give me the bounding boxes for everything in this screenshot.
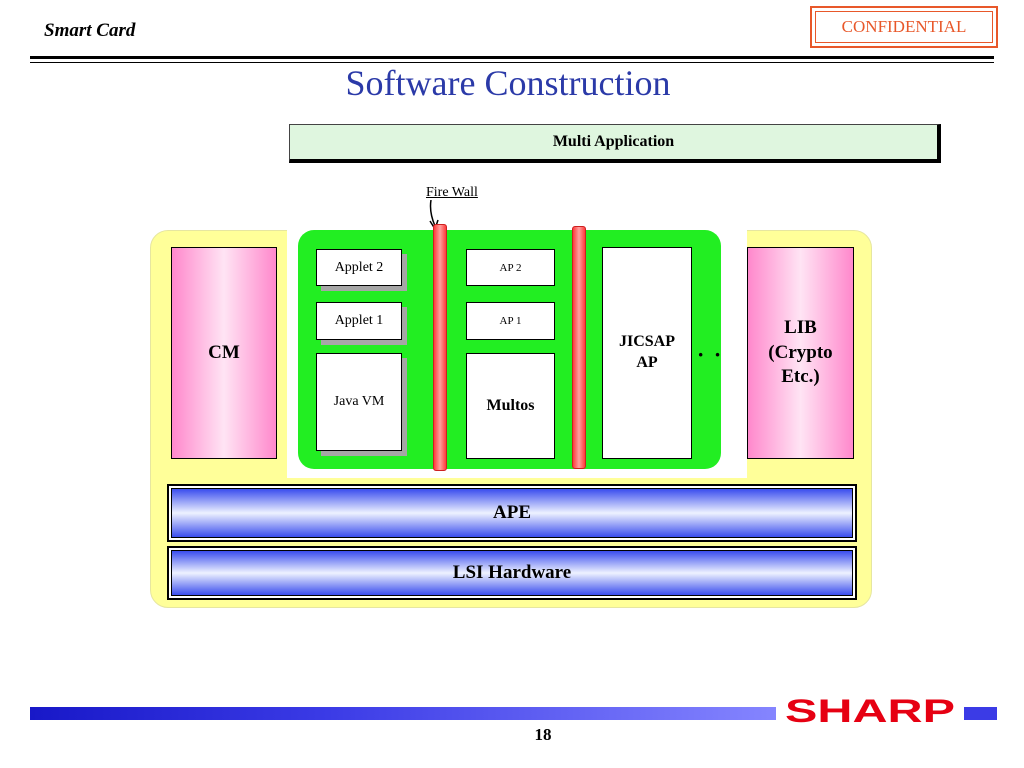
footer-bar bbox=[30, 707, 776, 720]
cm-box: CM bbox=[171, 247, 277, 459]
cm-label: CM bbox=[208, 341, 240, 363]
ape-label: APE bbox=[171, 488, 853, 538]
slide-title: Software Construction bbox=[345, 63, 671, 103]
jicsap-line: AP bbox=[636, 354, 658, 371]
applet-2-box: Applet 2 bbox=[316, 249, 402, 286]
header-rule-thick bbox=[30, 56, 994, 59]
firewall-bar-1 bbox=[433, 224, 447, 471]
confidential-stamp: CONFIDENTIAL bbox=[810, 6, 998, 48]
java-vm-box: Java VM bbox=[316, 353, 402, 451]
lib-line: (Crypto bbox=[768, 341, 833, 363]
lib-label: LIB (Crypto Etc.) bbox=[768, 316, 832, 390]
multi-application-box: Multi Application bbox=[289, 124, 941, 163]
page-number: 18 bbox=[534, 725, 552, 744]
svg-text:SHARP: SHARP bbox=[785, 694, 955, 728]
firewall-label: Fire Wall bbox=[426, 185, 478, 200]
lsi-hardware-label: LSI Hardware bbox=[171, 550, 853, 596]
more-ellipsis: · · bbox=[697, 342, 724, 367]
header-rule-thin bbox=[30, 62, 994, 63]
multos-box: Multos bbox=[466, 353, 555, 459]
header-title: Smart Card bbox=[44, 20, 136, 41]
ap-1-box: AP 1 bbox=[466, 302, 555, 340]
firewall-bar-2 bbox=[572, 226, 586, 469]
footer-bar-end bbox=[964, 707, 997, 720]
lib-box: LIB (Crypto Etc.) bbox=[747, 247, 854, 459]
jicsap-line: JICSAP bbox=[618, 333, 675, 351]
jicsap-ap-box: JICSAP AP bbox=[602, 247, 692, 459]
ape-layer: APE bbox=[167, 484, 857, 542]
ap-2-box: AP 2 bbox=[466, 249, 555, 286]
lib-line: LIB bbox=[784, 316, 817, 338]
confidential-label: CONFIDENTIAL bbox=[815, 11, 993, 43]
lsi-hardware-layer: LSI Hardware bbox=[167, 546, 857, 600]
lib-line: Etc.) bbox=[781, 366, 820, 388]
applet-1-box: Applet 1 bbox=[316, 302, 402, 340]
sharp-logo: SHARP bbox=[785, 694, 955, 728]
jicsap-label: JICSAP AP bbox=[619, 332, 675, 374]
